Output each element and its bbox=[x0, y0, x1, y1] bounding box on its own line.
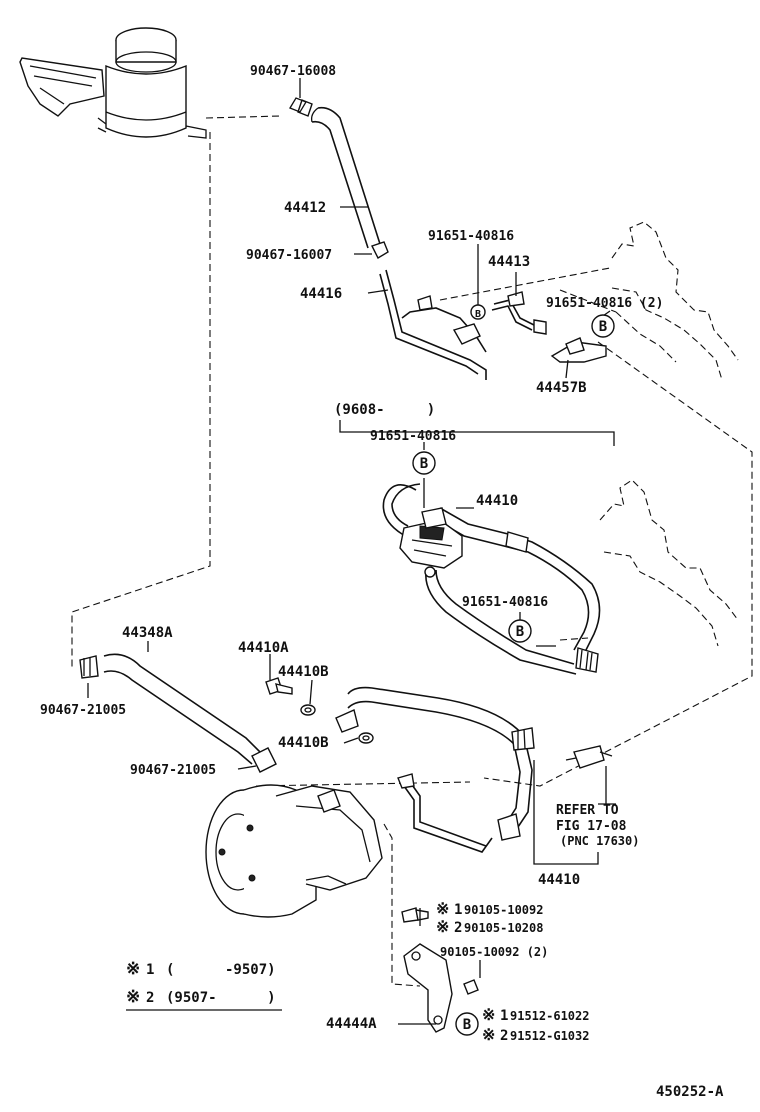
circle-b-4: B bbox=[508, 619, 532, 643]
svg-text:B: B bbox=[475, 309, 481, 320]
pump-fitting-assembly bbox=[399, 507, 463, 578]
reservoir-tank bbox=[19, 27, 207, 139]
label-90105-10092-2: 90105-10092 (2) bbox=[440, 945, 548, 959]
ref-mark-2-lower: ※ bbox=[482, 1025, 495, 1044]
label-44412: 44412 bbox=[284, 200, 326, 216]
bolt-90105-10092-2 bbox=[463, 979, 479, 995]
steering-gear-middle bbox=[599, 479, 739, 647]
label-refer-to: REFER TO bbox=[556, 803, 619, 818]
label-91651-40816-c: 91651-40816 bbox=[462, 595, 548, 610]
assembly-dashed-lines bbox=[71, 115, 753, 987]
legend-mark-2: ※ bbox=[126, 987, 140, 1007]
ref-mark-2-bolt: ※ bbox=[436, 917, 449, 936]
circle-b-2: B bbox=[591, 314, 615, 338]
label-44410B-a: 44410B bbox=[278, 664, 329, 680]
label-90467-21005-b: 90467-21005 bbox=[130, 763, 216, 778]
label-44348A: 44348A bbox=[122, 625, 173, 641]
label-44410-lower: 44410 bbox=[538, 872, 580, 888]
steering-gear-upper bbox=[611, 221, 739, 381]
legend-mark-1: ※ bbox=[126, 959, 140, 979]
circle-b-3: B bbox=[412, 451, 436, 475]
power-steering-pump bbox=[205, 784, 383, 918]
svg-text:B: B bbox=[420, 456, 428, 472]
label-44413: 44413 bbox=[488, 254, 530, 270]
label-44410-upper: 44410 bbox=[476, 493, 518, 509]
pipe-44416 bbox=[379, 269, 487, 380]
label-90467-21005-a: 90467-21005 bbox=[40, 703, 126, 718]
ref-mark-1-bolt: ※ bbox=[436, 899, 449, 918]
legend-num-2: 2 bbox=[146, 990, 154, 1006]
bracket-44444A bbox=[403, 943, 453, 1033]
fitting-44410A bbox=[265, 677, 293, 695]
label-90467-16007: 90467-16007 bbox=[246, 248, 332, 263]
legend-num-1: 1 bbox=[146, 962, 154, 978]
svg-text:B: B bbox=[516, 624, 524, 640]
bolt-90105 bbox=[401, 907, 429, 923]
pipe-44413 bbox=[491, 291, 547, 335]
bracket-44457B bbox=[550, 337, 607, 363]
label-fig-17-08: FIG 17-08 bbox=[556, 819, 627, 834]
washer-44410B-a bbox=[300, 704, 316, 716]
label-44457B: 44457B bbox=[536, 380, 587, 396]
legend-range-1: ( -9507) bbox=[166, 962, 276, 978]
label-91512-61022: 91512-61022 bbox=[510, 1009, 589, 1023]
ref-num-2-bolt: 2 bbox=[454, 920, 462, 936]
hose-assembly-44410-upper bbox=[382, 483, 601, 675]
circle-b-1: B bbox=[470, 304, 486, 320]
ref-mark-1-lower: ※ bbox=[482, 1005, 495, 1024]
label-90105-10092: 90105-10092 bbox=[464, 903, 543, 917]
ref-num-1-bolt: 1 bbox=[454, 902, 462, 918]
hose-44348A bbox=[79, 653, 277, 773]
label-90105-10208: 90105-10208 bbox=[464, 921, 543, 935]
svg-text:B: B bbox=[463, 1017, 471, 1033]
washer-44410B-b bbox=[358, 732, 374, 744]
hose-assembly-44410-lower bbox=[335, 686, 535, 853]
legend-range-2: (9507- ) bbox=[166, 990, 276, 1006]
svg-text:B: B bbox=[599, 319, 607, 335]
label-44444A: 44444A bbox=[326, 1016, 377, 1032]
label-91651-40816-2: 91651-40816 (2) bbox=[546, 296, 663, 311]
label-44410B-b: 44410B bbox=[278, 735, 329, 751]
leader-lines bbox=[87, 78, 616, 1025]
label-pnc-17630: (PNC 17630) bbox=[560, 834, 639, 848]
label-91651-40816-b: 91651-40816 bbox=[370, 429, 456, 444]
diagram-id: 450252-A bbox=[656, 1084, 724, 1100]
label-91651-40816-a: 91651-40816 bbox=[428, 229, 514, 244]
ref-num-1-lower: 1 bbox=[500, 1008, 508, 1024]
label-90467-16008: 90467-16008 bbox=[250, 64, 336, 79]
label-range-9608: (9608- ) bbox=[334, 402, 435, 418]
label-91512-G1032: 91512-G1032 bbox=[510, 1029, 589, 1043]
label-44410A: 44410A bbox=[238, 640, 289, 656]
circle-b-5: B bbox=[455, 1012, 479, 1036]
hose-44412 bbox=[289, 90, 389, 259]
ref-num-2-lower: 2 bbox=[500, 1028, 508, 1044]
pressure-switch bbox=[565, 745, 613, 769]
label-44416: 44416 bbox=[300, 286, 342, 302]
